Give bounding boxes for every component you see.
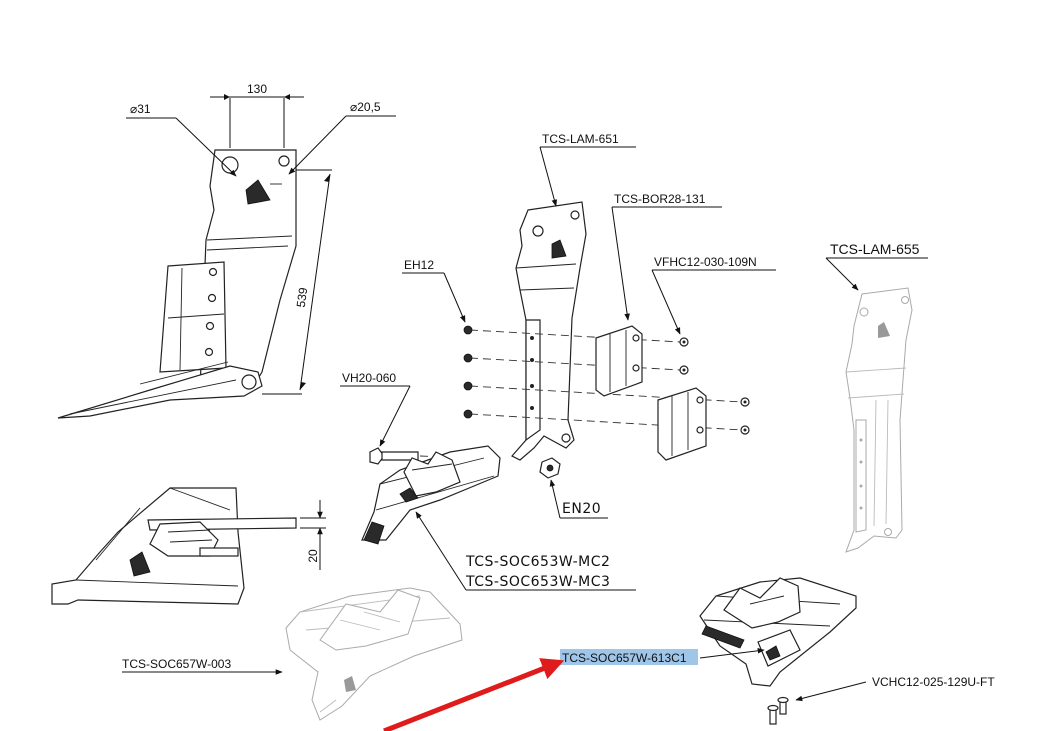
lam655-logo-icon [878, 322, 890, 338]
side-view-drawing: 20 [51, 487, 326, 605]
main-assembly-drawing: 130 ⌀31 ⌀20,5 539 [57, 82, 396, 419]
label-soc653w-mc3: TCS-SOC653W-MC3 [465, 574, 610, 590]
bolt-icon [740, 397, 750, 407]
nut-icon [463, 353, 473, 363]
screw-icon [767, 704, 779, 725]
label-highlight [560, 649, 698, 665]
label-soc657w-613c1: TCS-SOC657W-613C1 [562, 651, 687, 665]
plate-logo-icon [551, 239, 567, 259]
logo-icon [245, 179, 271, 205]
nut-icon [463, 381, 473, 391]
lam655-drawing [845, 287, 913, 553]
side-logo-icon [129, 551, 151, 577]
label-lam-655: TCS-LAM-655 [830, 241, 920, 257]
nut-icon [463, 325, 473, 335]
bolt-icon [679, 337, 689, 347]
label-vh20-060: VH20-060 [342, 371, 396, 385]
screw-icon [777, 696, 789, 715]
bolt-icon [679, 365, 689, 375]
label-vchc12-025-129u-ft: VCHC12-025-129U-FT [872, 675, 995, 689]
label-lam-651: TCS-LAM-651 [542, 132, 619, 146]
soc657-003-drawing [285, 587, 463, 721]
label-bor28-131: TCS-BOR28-131 [614, 192, 706, 206]
label-eh12: EH12 [404, 258, 434, 272]
hole-20-5-icon [278, 155, 290, 167]
soc657-613c1-drawing [699, 577, 857, 725]
dim-height-539: 539 [294, 286, 311, 308]
label-soc653w-mc2: TCS-SOC653W-MC2 [465, 554, 610, 570]
label-soc657w-003: TCS-SOC657W-003 [122, 657, 231, 671]
label-vfhc12-030-109n: VFHC12-030-109N [654, 255, 757, 269]
point-logo-icon [399, 487, 419, 503]
dim-gap-20: 20 [306, 549, 320, 563]
bolt-icon [740, 425, 750, 435]
dim-dia-20-5: ⌀20,5 [350, 100, 381, 114]
dim-dia-31: ⌀31 [130, 102, 151, 116]
dim-width-130: 130 [247, 82, 267, 96]
red-arrow-icon [383, 658, 565, 731]
part-labels: TCS-LAM-651 TCS-BOR28-131 VFHC12-030-109… [122, 132, 995, 689]
exploded-view [361, 201, 750, 545]
leader-lines [122, 146, 928, 702]
vh20-bolt-icon [369, 447, 385, 465]
label-en20: EN20 [562, 501, 601, 517]
nut-icon [463, 409, 473, 419]
